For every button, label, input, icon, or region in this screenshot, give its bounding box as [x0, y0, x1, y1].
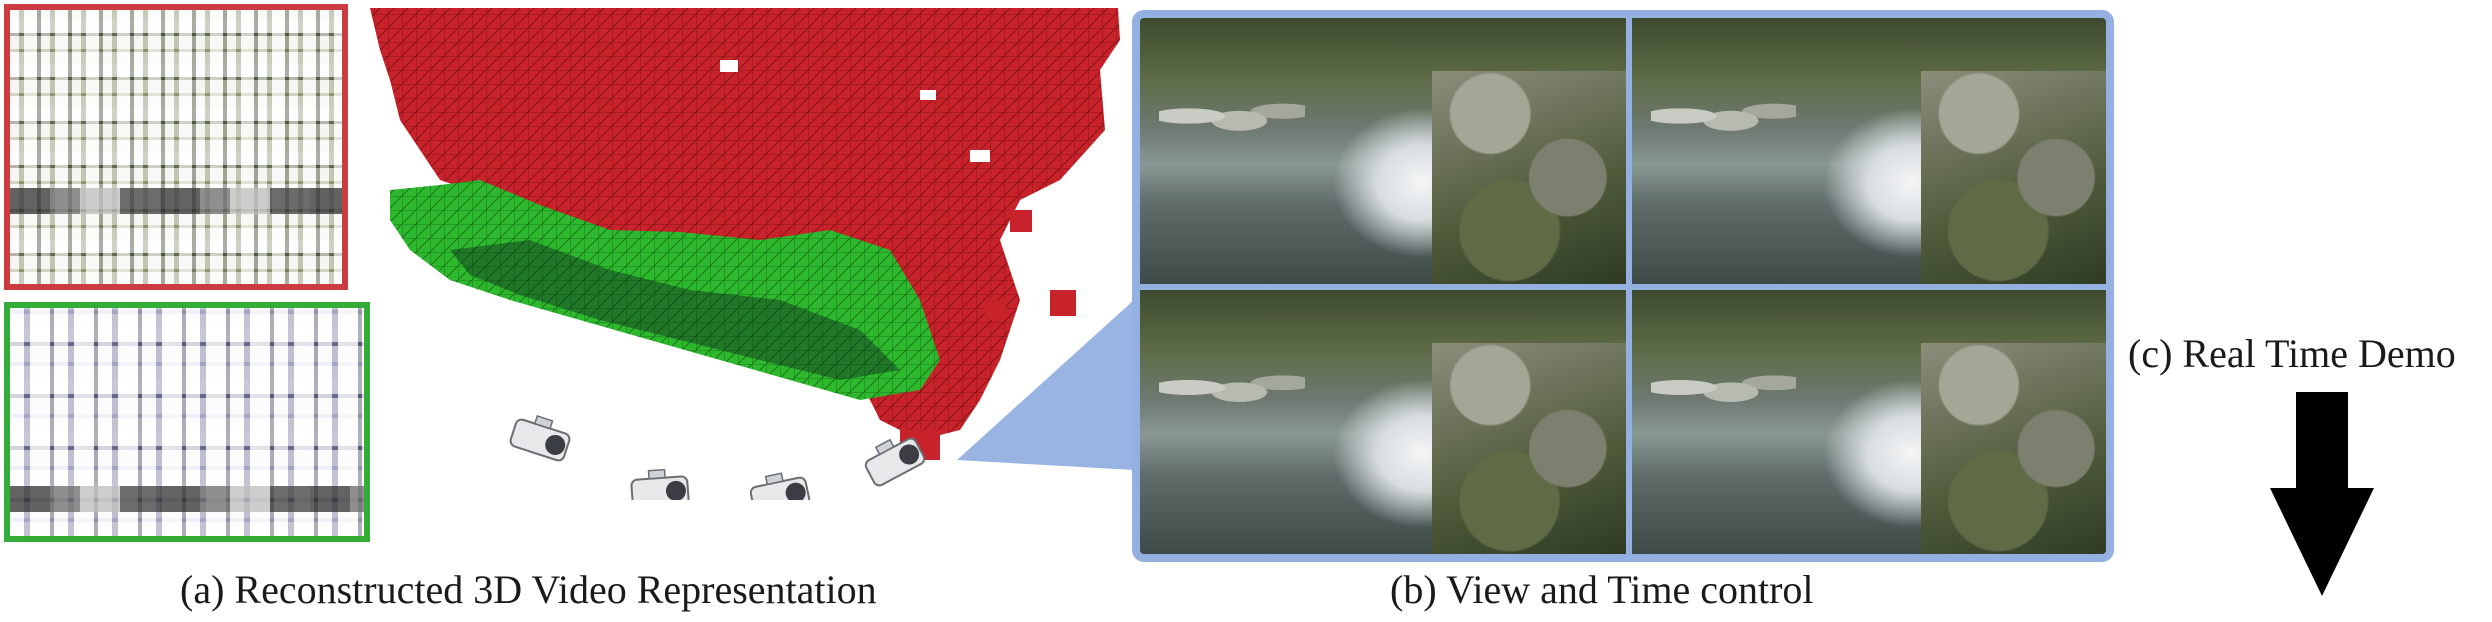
green-texture-atlas [4, 302, 370, 542]
video-frame [1140, 18, 1626, 284]
video-frame [1632, 18, 2106, 284]
grid-divider [1140, 284, 2106, 290]
video-frame [1140, 290, 1626, 554]
down-arrow-icon [2270, 392, 2374, 596]
camera-icon [630, 468, 690, 500]
boulders [1651, 363, 1796, 412]
atlas-texture [10, 10, 342, 284]
camera-icon [749, 472, 811, 500]
atlas-dark-band [10, 486, 364, 512]
caption-b: (b) View and Time control [1390, 567, 1814, 612]
rock-wall [1431, 342, 1626, 554]
voxel-grid [370, 8, 1134, 500]
rock-wall [1921, 342, 2106, 554]
video-frame [1632, 290, 2106, 554]
red-texture-atlas [4, 4, 348, 290]
rock-wall [1431, 71, 1626, 284]
camera-icon [509, 415, 571, 462]
boulders [1159, 92, 1306, 141]
view-time-panel [1132, 10, 2114, 562]
atlas-dark-band [10, 188, 342, 214]
camera-icon [864, 437, 926, 487]
boulders [1651, 92, 1796, 141]
boulders [1159, 363, 1306, 412]
caption-a: (a) Reconstructed 3D Video Representatio… [180, 567, 877, 612]
view-projection-wedge [957, 300, 1134, 470]
caption-c: (c) Real Time Demo [2128, 331, 2456, 376]
rock-wall [1921, 71, 2106, 284]
